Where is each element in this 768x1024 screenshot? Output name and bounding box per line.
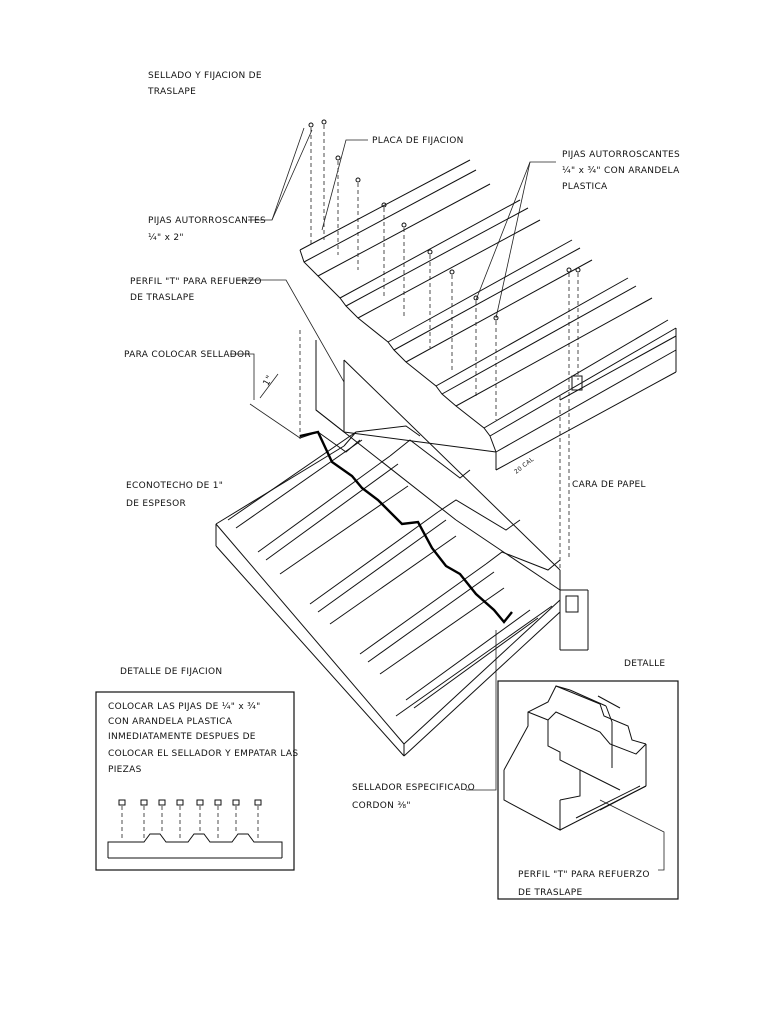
screw-10: [493, 315, 499, 420]
screw-1: [308, 122, 314, 245]
screw-9: [473, 295, 479, 396]
label-para-sellador: PARA COLOCAR SELLADOR: [124, 350, 251, 360]
label-sellado-fijacion-2: TRASLAPE: [147, 87, 196, 97]
label-cara-papel: CARA DE PAPEL: [572, 480, 646, 490]
screw-11: [566, 267, 572, 560]
screw-icon-1: [118, 799, 126, 840]
label-perfil-t-1: PERFIL "T" PARA REFUERZO: [130, 277, 262, 287]
label-detalle-note-2: CON ARANDELA PLASTICA: [108, 717, 233, 727]
detalle-box: [497, 680, 679, 900]
screw-icon-2: [140, 799, 148, 840]
leader-lines: [230, 127, 665, 871]
screw-icon-6: [214, 799, 222, 840]
label-econotecho-2: DE ESPESOR: [126, 499, 186, 509]
upper-screws: [299, 119, 581, 570]
label-placa-fijacion: PLACA DE FIJACION: [372, 136, 464, 146]
label-econotecho-1: ECONOTECHO DE 1": [126, 481, 223, 491]
label-detalle-fijacion-title: DETALLE DE FIJACION: [120, 667, 222, 677]
screw-12: [575, 267, 581, 380]
label-sellado-fijacion-1: SELLADO Y FIJACION DE: [148, 71, 262, 81]
label-detalle-note-3: INMEDIATAMENTE DESPUES DE: [108, 732, 256, 742]
screw-3: [335, 155, 341, 255]
label-pijas-top-3: PLASTICA: [562, 182, 608, 192]
screw-8: [449, 269, 455, 370]
screw-4: [355, 177, 361, 270]
label-detalle-note-4: COLOCAR EL SELLADOR Y EMPATAR LAS: [108, 749, 298, 759]
label-pijas-left-2: ¼" x 2": [148, 233, 184, 243]
label-perfil-t-detail-1: PERFIL "T" PARA REFUERZO: [518, 870, 650, 880]
screw-7: [427, 249, 433, 348]
label-perfil-t-2: DE TRASLAPE: [130, 293, 195, 303]
screw-icon-7: [232, 799, 240, 834]
screw-icon-5: [196, 799, 204, 834]
label-sellador-especificado-1: SELLADOR ESPECIFICADO: [352, 783, 475, 793]
fastener-icons: [118, 799, 262, 840]
label-pijas-top-1: PIJAS AUTORROSCANTES: [562, 150, 680, 160]
screw-2: [321, 119, 327, 240]
screw-icon-4: [176, 799, 184, 840]
label-detalle-note-5: PIEZAS: [108, 765, 142, 775]
screw-6: [401, 222, 407, 318]
econotecho-panel: [215, 359, 589, 757]
label-pijas-left-1: PIJAS AUTORROSCANTES: [148, 216, 266, 226]
label-perfil-t-detail-2: DE TRASLAPE: [518, 888, 583, 898]
label-detalle-note-1: COLOCAR LAS PIJAS DE ¼" x ¾": [108, 702, 261, 712]
label-dim-1in: 1": [262, 374, 276, 388]
upper-roof-panel: [299, 159, 677, 521]
sealant-bead: [299, 430, 513, 624]
screw-icon-3: [158, 799, 166, 834]
label-pijas-top-2: ¼" x ¾" CON ARANDELA: [562, 166, 680, 176]
label-sellador-especificado-2: CORDON ⅜": [352, 801, 411, 811]
screw-5: [381, 202, 387, 296]
label-detalle-title: DETALLE: [624, 659, 665, 669]
screw-icon-8: [254, 799, 262, 840]
detalle-fijacion-box: [95, 691, 295, 871]
